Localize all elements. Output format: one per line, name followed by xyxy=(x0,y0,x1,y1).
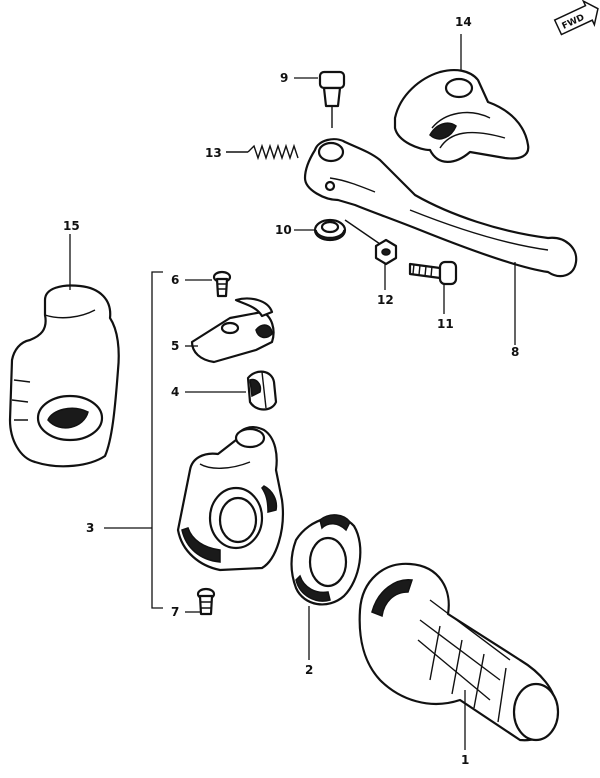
nut-part-12 xyxy=(374,238,398,266)
switch-housing-part-3 xyxy=(176,426,284,572)
callout-11: 11 xyxy=(437,317,454,331)
callout-2: 2 xyxy=(305,663,313,677)
grip-part-1 xyxy=(358,562,560,742)
cover-part-15 xyxy=(8,284,120,468)
ring-part-2 xyxy=(290,514,362,606)
callout-5: 5 xyxy=(171,339,179,353)
clip-part-4 xyxy=(246,370,278,411)
screw-part-6 xyxy=(212,270,232,298)
screw-part-7 xyxy=(196,587,216,616)
callout-14: 14 xyxy=(455,15,472,29)
lever-part-8 xyxy=(303,138,578,278)
callout-7: 7 xyxy=(171,605,179,619)
callout-15: 15 xyxy=(63,219,80,233)
callout-12: 12 xyxy=(377,293,394,307)
callout-4: 4 xyxy=(171,385,179,399)
callout-9: 9 xyxy=(280,71,288,85)
callout-13: 13 xyxy=(205,146,222,160)
spring-part-13 xyxy=(226,143,299,161)
group-bracket xyxy=(151,271,163,609)
callout-10: 10 xyxy=(275,223,292,237)
collar-part-10 xyxy=(313,218,347,242)
callout-6: 6 xyxy=(171,273,179,287)
pivot-bolt-part-9 xyxy=(318,70,346,128)
clamp-plate-part-5 xyxy=(190,297,275,364)
callout-3: 3 xyxy=(86,521,94,535)
adjust-bolt-part-11 xyxy=(408,260,458,286)
fwd-direction-arrow: FWD xyxy=(553,0,599,36)
callout-1: 1 xyxy=(461,753,469,767)
callout-8: 8 xyxy=(511,345,519,359)
lever-boot-part-14 xyxy=(393,69,530,163)
